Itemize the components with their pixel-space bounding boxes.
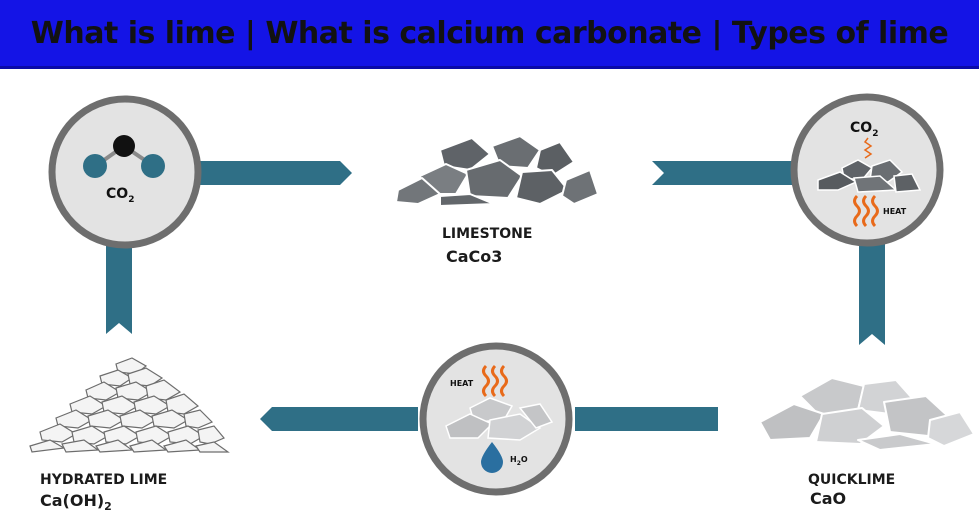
kiln-circle: CO2 HEAT (790, 93, 944, 247)
hydrated-lime-formula: Ca(OH) (40, 491, 104, 510)
kiln-gas-subscript: 2 (872, 129, 878, 139)
rising-gas-icon (863, 137, 873, 159)
water-label: H (510, 455, 517, 464)
quicklime-formula: CaO (810, 489, 846, 508)
arrow-co2-to-limestone (200, 161, 352, 185)
slaking-heat-label: HEAT (450, 379, 474, 388)
co2-label: CO (106, 186, 128, 202)
svg-text:CO2: CO2 (850, 120, 878, 139)
lime-cycle-diagram: CO2 LIMESTONE CaCo3 CO2 (29, 93, 975, 513)
limestone-pile-icon (395, 135, 599, 207)
arrows (106, 161, 885, 431)
arrow-limestone-to-kiln (652, 161, 800, 185)
svg-text:Ca(OH)2: Ca(OH)2 (40, 491, 112, 513)
arrow-slaking-to-hydrated (260, 407, 418, 431)
page-title: What is lime | What is calcium carbonate… (30, 15, 949, 51)
water-subscript: 2 (517, 460, 521, 467)
limestone-formula: CaCo3 (446, 247, 502, 266)
hydrated-lime-subscript: 2 (104, 500, 112, 513)
kiln-rock-pile-icon (817, 159, 922, 193)
slaking-circle: HEAT H2O (419, 342, 573, 496)
co2-circle: CO2 (48, 95, 202, 249)
hydrated-lime-name: HYDRATED LIME (40, 472, 167, 488)
kiln-heat-label: HEAT (883, 207, 907, 216)
limestone-name: LIMESTONE (442, 226, 532, 242)
heat-waves-icon (853, 194, 879, 228)
svg-text:CO2: CO2 (106, 186, 134, 205)
svg-text:H2O: H2O (510, 455, 528, 467)
quicklime-name: QUICKLIME (808, 472, 895, 488)
water-suffix: O (521, 455, 528, 464)
slaking-rock-pile-icon (445, 397, 554, 441)
kiln-gas-label: CO (850, 120, 872, 136)
arrow-quicklime-to-slaking (575, 407, 718, 431)
arrow-hydrated-to-co2 (106, 225, 132, 334)
co2-molecule-icon (83, 135, 165, 178)
hydrated-lime-pile-icon (29, 357, 230, 453)
arrow-kiln-to-quicklime (859, 230, 885, 345)
slaking-heat-waves-icon (482, 364, 508, 398)
co2-subscript: 2 (128, 195, 134, 205)
quicklime-pile-icon (759, 377, 975, 451)
water-drop-icon (481, 442, 503, 473)
title-banner: What is lime | What is calcium carbonate… (0, 0, 979, 69)
